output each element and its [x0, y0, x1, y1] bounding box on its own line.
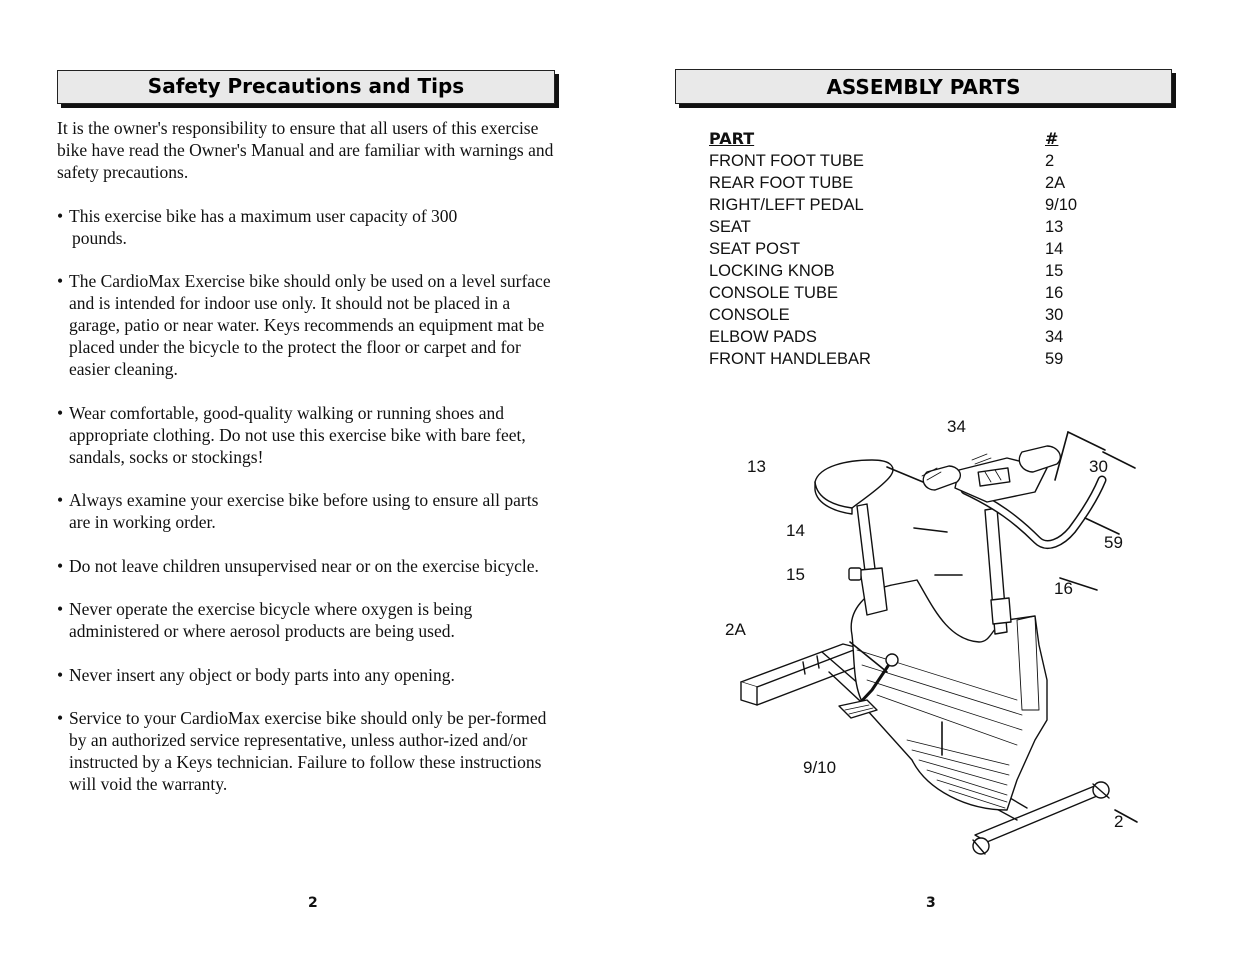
table-row: CONSOLE 30 — [709, 304, 1089, 326]
locking-knob — [848, 567, 862, 581]
callout-label: 14 — [786, 521, 805, 540]
parts-table-header: PART # — [709, 128, 1089, 150]
bullet-item: • This exercise bike has a maximum user … — [57, 205, 557, 249]
bullet-text-continued: pounds. — [72, 227, 127, 248]
bullet-text: The CardioMax Exercise bike should only … — [69, 271, 551, 379]
table-row: CONSOLE TUBE 16 — [709, 282, 1089, 304]
leader-59 — [1084, 517, 1120, 535]
bullet-item: • Wear comfortable, good-quality walking… — [57, 402, 557, 468]
safety-body: It is the owner's responsibility to ensu… — [57, 117, 557, 817]
page-number: 3 — [926, 895, 936, 911]
part-name: SEAT — [709, 218, 751, 236]
leader-34a — [1067, 431, 1106, 451]
callout-label: 2A — [725, 620, 746, 639]
bullet-text: Service to your CardioMax exercise bike … — [69, 708, 547, 794]
parts-table: PART # FRONT FOOT TUBE 2 REAR FOOT TUBE 2A… — [709, 128, 1089, 370]
part-number: 16 — [1045, 284, 1064, 302]
number-column-header: # — [1045, 129, 1059, 148]
intro-paragraph: It is the owner's responsibility to ensu… — [57, 118, 554, 182]
part-name: CONSOLE — [709, 306, 790, 324]
part-name: RIGHT/LEFT PEDAL — [709, 196, 864, 214]
table-row: LOCKING KNOB 15 — [709, 260, 1089, 282]
exercise-bike-diagram: 34 13 30 14 59 15 16 2A 9/10 2 — [717, 410, 1147, 870]
part-name: FRONT FOOT TUBE — [709, 152, 864, 170]
right-page: ASSEMBLY PARTS PART # FRONT FOOT TUBE 2 R… — [617, 0, 1235, 954]
bullet-dot: • — [57, 708, 64, 728]
callout-label: 13 — [747, 457, 766, 476]
part-number: 9/10 — [1045, 196, 1078, 214]
flywheel-cover — [850, 579, 1048, 811]
rear-foot-tube — [740, 643, 860, 688]
bullet-dot: • — [57, 555, 64, 576]
bullet-item: • Service to your CardioMax exercise bik… — [57, 707, 557, 795]
seat — [814, 459, 894, 509]
bullet-item: • Always examine your exercise bike befo… — [57, 489, 557, 533]
callout-leaders — [849, 431, 1138, 823]
leader-34b — [1054, 431, 1069, 481]
bullet-dot: • — [57, 402, 64, 423]
elbow-pad-left — [922, 465, 961, 491]
part-number: 30 — [1045, 306, 1064, 324]
table-row: FRONT FOOT TUBE 2 — [709, 150, 1089, 172]
bullet-text: Wear comfortable, good-quality walking o… — [69, 402, 526, 467]
left-page: Safety Precautions and Tips It is the ow… — [0, 0, 617, 954]
leader-13 — [886, 466, 924, 483]
part-number: 2 — [1045, 152, 1055, 170]
part-number: 2A — [1045, 174, 1066, 192]
part-name: FRONT HANDLEBAR — [709, 350, 871, 368]
callout-label: 9/10 — [803, 758, 837, 777]
callout-label: 15 — [786, 565, 805, 584]
part-number: 13 — [1045, 218, 1064, 236]
bullet-dot: • — [57, 664, 64, 685]
leader-2 — [1114, 809, 1138, 823]
leader-16 — [1059, 577, 1098, 591]
table-row: REAR FOOT TUBE 2A — [709, 172, 1089, 194]
callout-label: 16 — [1054, 579, 1073, 598]
part-name: CONSOLE TUBE — [709, 284, 838, 302]
leader-14 — [913, 527, 948, 533]
bullet-item: • Never operate the exercise bicycle whe… — [57, 598, 557, 642]
bullet-item: • The CardioMax Exercise bike should onl… — [57, 270, 557, 380]
elbow-pad-right — [1018, 445, 1061, 473]
safety-heading: Safety Precautions and Tips — [57, 70, 555, 104]
callout-label: 59 — [1104, 533, 1123, 552]
bullet-text: This exercise bike has a maximum user ca… — [69, 205, 458, 226]
part-number: 14 — [1045, 240, 1064, 258]
callout-label: 30 — [1089, 457, 1108, 476]
part-number: 34 — [1045, 328, 1064, 346]
callout-label: 2 — [1114, 812, 1124, 831]
part-number: 15 — [1045, 262, 1064, 280]
table-row: RIGHT/LEFT PEDAL 9/10 — [709, 194, 1089, 216]
bullet-dot: • — [57, 205, 64, 226]
part-name: ELBOW PADS — [709, 328, 817, 346]
part-name: LOCKING KNOB — [709, 262, 835, 280]
bike-illustration — [740, 431, 1138, 855]
bullet-dot: • — [57, 490, 64, 510]
leader-2A — [849, 641, 888, 673]
table-row: ELBOW PADS 34 — [709, 326, 1089, 348]
table-row: FRONT HANDLEBAR 59 — [709, 348, 1089, 370]
bullet-text: Never operate the exercise bicycle where… — [69, 599, 473, 641]
bullet-item: • Never insert any object or body parts … — [57, 664, 557, 686]
bullet-item: • Do not leave children unsupervised nea… — [57, 555, 557, 577]
table-row: SEAT POST 14 — [709, 238, 1089, 260]
callout-label: 34 — [947, 417, 966, 436]
leader-30 — [1102, 451, 1136, 469]
part-number: 59 — [1045, 350, 1064, 368]
pedal — [838, 699, 878, 719]
assembly-parts-heading: ASSEMBLY PARTS — [675, 69, 1172, 104]
bullet-text: Never insert any object or body parts in… — [69, 664, 455, 685]
part-name: SEAT POST — [709, 240, 801, 258]
bullet-dot: • — [57, 271, 64, 291]
bullet-text: Do not leave children unsupervised near … — [69, 555, 539, 576]
table-row: SEAT 13 — [709, 216, 1089, 238]
page-number: 2 — [308, 895, 318, 911]
bullet-text: Always examine your exercise bike before… — [69, 490, 539, 532]
part-column-header: PART — [709, 129, 755, 148]
part-name: REAR FOOT TUBE — [709, 174, 854, 192]
bullet-dot: • — [57, 599, 64, 619]
